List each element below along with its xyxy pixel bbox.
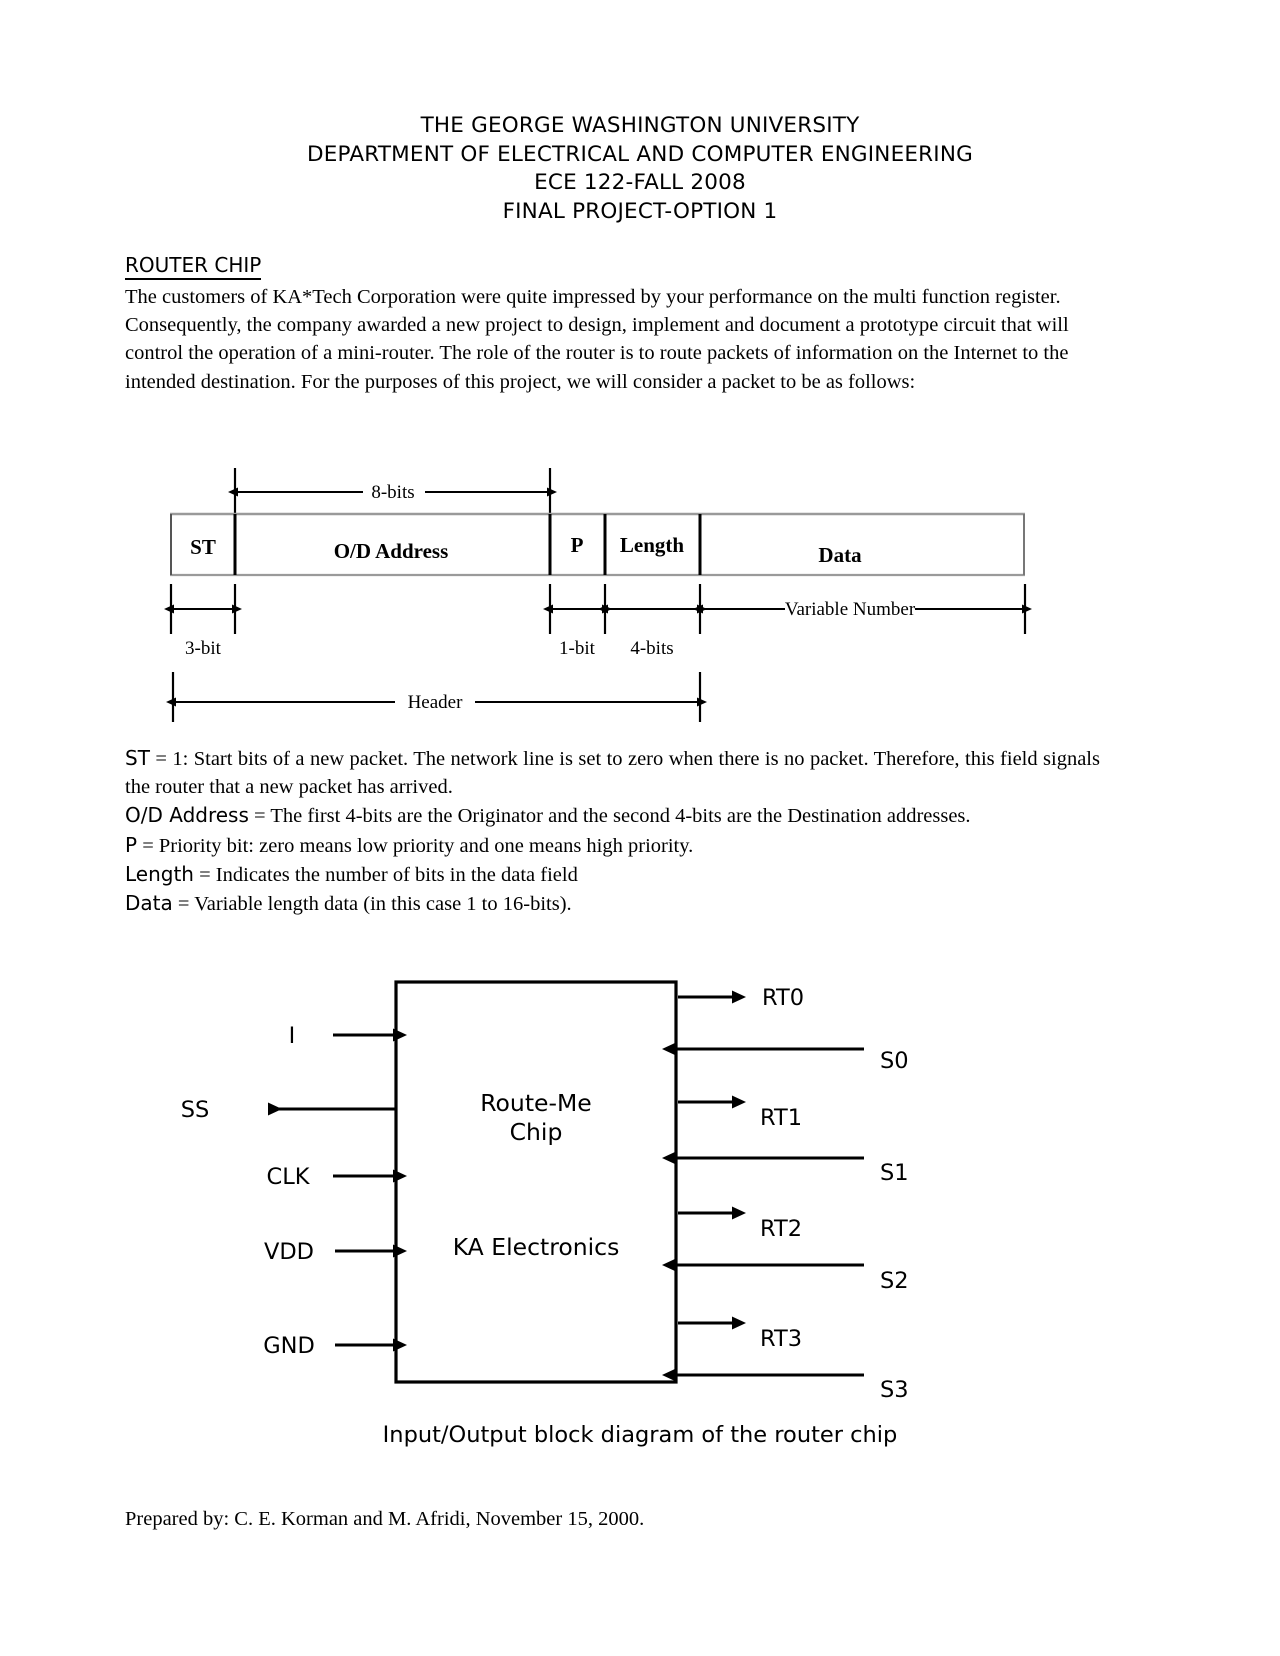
pin-left-gnd: GND: [263, 1333, 407, 1359]
pin-label-clk: CLK: [266, 1164, 310, 1190]
dim-label-4bits: 4-bits: [630, 638, 673, 659]
definition-od-address: O/D Address = The first 4-bits are the O…: [125, 801, 1100, 830]
dim-label-3bit: 3-bit: [185, 638, 222, 659]
section-title-router-chip: ROUTER CHIP: [125, 253, 262, 280]
definition-term-length: Length: [125, 861, 194, 886]
pin-label-rt0: RT0: [762, 985, 804, 1011]
definition-st: ST = 1: Start bits of a new packet. The …: [125, 744, 1100, 801]
pin-label-rt3: RT3: [760, 1326, 802, 1352]
dim-label-variable-number: Variable Number: [785, 599, 916, 620]
packet-format-diagram: 8-bits ST O/D Address P Length Data 3-bi…: [125, 462, 1125, 727]
pin-right-s1: S1: [662, 1151, 909, 1186]
pin-label-s2: S2: [880, 1268, 909, 1294]
router-chip-block-diagram: Route-Me Chip KA Electronics I SS CLK VD…: [120, 968, 1160, 1418]
definition-data: Data = Variable length data (in this cas…: [125, 889, 1100, 918]
packet-field-od-address: O/D Address: [334, 539, 449, 563]
definition-p: P = Priority bit: zero means low priorit…: [125, 831, 1100, 860]
packet-field-data: Data: [818, 543, 862, 567]
definition-term-st: ST: [125, 746, 150, 770]
document-header: THE GEORGE WASHINGTON UNIVERSITY DEPARTM…: [0, 112, 1280, 226]
pin-right-rt1: RT1: [678, 1095, 802, 1131]
definition-term-p: P: [125, 832, 138, 857]
pin-right-s3: S3: [662, 1368, 909, 1403]
header-line-course: ECE 122-FALL 2008: [534, 170, 746, 195]
dim-header-group: Header: [166, 672, 707, 722]
pin-right-rt2: RT2: [678, 1206, 802, 1242]
packet-field-length: Length: [620, 533, 685, 557]
definition-length: Length = Indicates the number of bits in…: [125, 860, 1100, 889]
dim-label-1bit: 1-bit: [559, 638, 596, 659]
packet-field-p: P: [571, 533, 584, 557]
definition-text-length: = Indicates the number of bits in the da…: [193, 863, 578, 886]
pin-label-rt1: RT1: [760, 1105, 802, 1131]
definition-text-st: = 1: Start bits of a new packet. The net…: [125, 748, 1100, 799]
chip-body-rect: [394, 980, 678, 1384]
chip-name-line1: Route-Me: [480, 1089, 591, 1117]
field-definitions: ST = 1: Start bits of a new packet. The …: [125, 744, 1100, 918]
packet-field-st: ST: [190, 535, 216, 559]
dim-label-header: Header: [408, 692, 464, 713]
definition-text-od-address: = The first 4-bits are the Originator an…: [248, 805, 971, 828]
chip-name-line2: Chip: [510, 1118, 563, 1146]
prepared-by-line: Prepared by: C. E. Korman and M. Afridi,…: [125, 1508, 645, 1530]
intro-paragraph: The customers of KA*Tech Corporation wer…: [125, 286, 1069, 393]
header-line-department: DEPARTMENT OF ELECTRICAL AND COMPUTER EN…: [307, 141, 973, 167]
pin-label-s3: S3: [880, 1377, 909, 1403]
pin-right-rt3: RT3: [678, 1316, 802, 1352]
pin-label-gnd: GND: [263, 1333, 315, 1359]
definition-term-data: Data: [125, 891, 173, 916]
pin-left-clk: CLK: [266, 1164, 407, 1190]
pin-left-ss: SS: [181, 1097, 396, 1123]
pin-label-s0: S0: [880, 1048, 909, 1074]
dim-8bits-group: 8-bits: [228, 468, 557, 520]
pin-label-rt2: RT2: [760, 1216, 802, 1242]
definition-text-p: = Priority bit: zero means low priority …: [137, 834, 694, 857]
packet-field-row: ST O/D Address P Length Data: [170, 512, 1025, 577]
dim-bottom-group: 3-bit 1-bit 4-bits Variable Number: [164, 584, 1032, 659]
pin-right-s0: S0: [662, 1042, 909, 1074]
definition-text-data: = Variable length data (in this case 1 t…: [172, 893, 572, 916]
header-line-university: THE GEORGE WASHINGTON UNIVERSITY: [420, 113, 860, 138]
dim-label-8bits: 8-bits: [371, 482, 414, 503]
pin-left-vdd: VDD: [264, 1239, 407, 1265]
pin-left-i: I: [289, 1023, 407, 1049]
pin-label-vdd: VDD: [264, 1239, 314, 1265]
pin-label-i: I: [289, 1023, 296, 1049]
pin-label-ss: SS: [181, 1097, 210, 1123]
header-line-project: FINAL PROJECT-OPTION 1: [502, 198, 778, 224]
pin-right-rt0: RT0: [678, 985, 804, 1011]
pin-right-s2: S2: [662, 1258, 909, 1294]
pin-label-s1: S1: [880, 1160, 909, 1186]
chip-company-label: KA Electronics: [453, 1233, 620, 1261]
definition-term-od-address: O/D Address: [125, 803, 249, 828]
block-diagram-caption: Input/Output block diagram of the router…: [382, 1422, 898, 1448]
